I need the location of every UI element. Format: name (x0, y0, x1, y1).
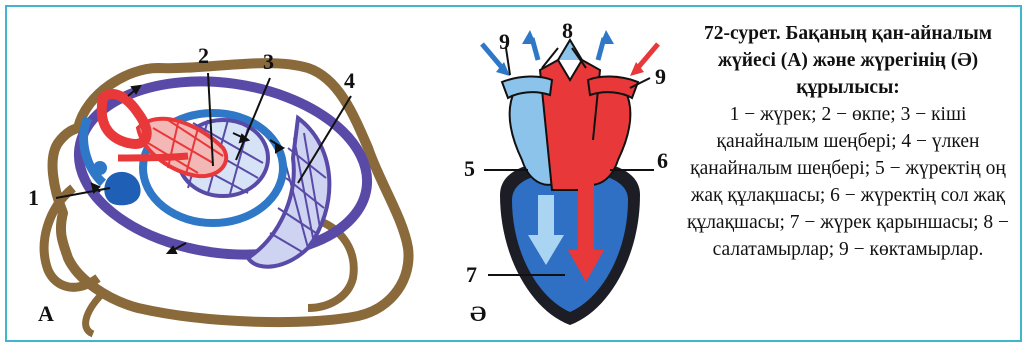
label-7: 7 (466, 264, 477, 286)
figure-b-letter: Ә (470, 303, 486, 325)
label-4: 4 (344, 70, 355, 92)
label-9-left: 9 (499, 31, 510, 53)
frog-circulation-diagram (8, 8, 418, 340)
label-8: 8 (562, 20, 573, 42)
caption-title: 72-сурет. Бақаның қан-айналым жүйесі (А)… (680, 20, 1016, 101)
label-1: 1 (28, 187, 39, 209)
label-2: 2 (198, 45, 209, 67)
label-6: 6 (657, 150, 668, 172)
label-5: 5 (464, 158, 475, 180)
figure-caption: 72-сурет. Бақаның қан-айналым жүйесі (А)… (680, 20, 1016, 263)
frog-heart-diagram (470, 20, 670, 340)
label-9-right: 9 (655, 66, 666, 88)
caption-body: 1 − жүрек; 2 − өкпе; 3 − кіші қанайналым… (680, 101, 1016, 263)
label-3: 3 (263, 51, 274, 73)
figure-a-letter: А (38, 303, 54, 325)
